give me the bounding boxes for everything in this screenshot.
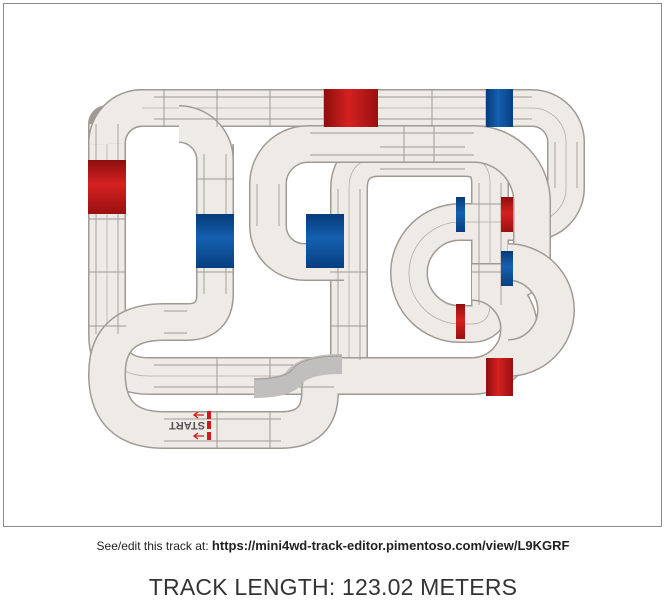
red-section: [324, 89, 378, 127]
share-prefix: See/edit this track at:: [96, 539, 209, 553]
red-section: [456, 304, 465, 339]
red-section: [486, 358, 513, 396]
blue-section: [306, 214, 344, 268]
track-canvas[interactable]: START: [3, 3, 662, 527]
blue-section: [456, 197, 465, 232]
start-label: START: [169, 419, 205, 431]
share-link-line: See/edit this track at: https://mini4wd-…: [0, 538, 666, 553]
red-section: [88, 160, 126, 214]
blue-section: [196, 214, 234, 268]
start-marker: START: [169, 411, 211, 440]
blue-section: [486, 89, 513, 127]
share-url-link[interactable]: https://mini4wd-track-editor.pimentoso.c…: [211, 538, 570, 553]
track-length-label: TRACK LENGTH: 123.02 METERS: [148, 574, 518, 600]
blue-section: [501, 251, 513, 286]
red-section: [501, 197, 513, 232]
lane-change-section: [253, 354, 343, 398]
track-diagram: START: [87, 89, 585, 449]
